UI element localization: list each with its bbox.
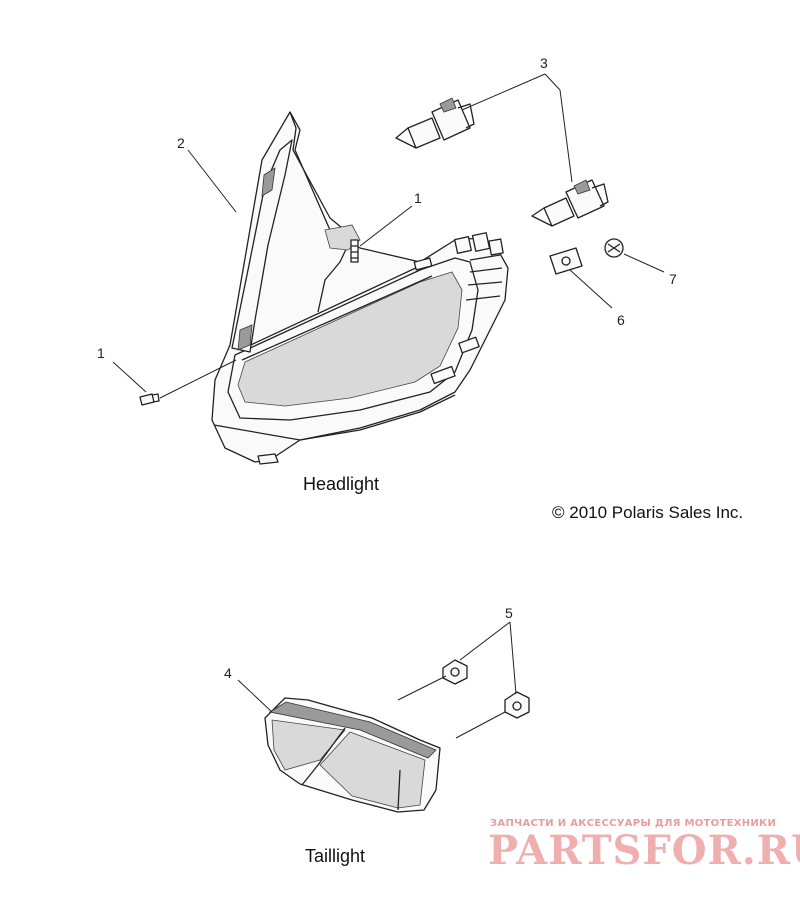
leader-lines [112, 73, 665, 739]
nut-lower [504, 691, 530, 719]
watermark-tagline: ЗАПЧАСТИ И АКСЕССУАРЫ ДЛЯ МОТОТЕХНИКИ [490, 818, 776, 829]
taillight-assembly [264, 697, 441, 813]
headlight-frame-post [231, 139, 293, 353]
copyright-notice: © 2010 Polaris Sales Inc. [552, 503, 743, 522]
leader-3-upper [461, 73, 546, 111]
leader-5-lower [509, 621, 517, 695]
screw-7 [604, 238, 624, 258]
leader-6 [569, 269, 613, 309]
leader-5-upper [459, 621, 511, 661]
callout-3: 3 [540, 55, 548, 71]
callout-5: 5 [505, 605, 513, 621]
watermark: ЗАПЧАСТИ И АКСЕССУАРЫ ДЛЯ МОТОТЕХНИКИ PA… [488, 818, 800, 874]
headlight-frame-slot-lower [237, 324, 253, 351]
headlight-lower-lip [213, 394, 456, 441]
leader-1-upper [359, 205, 413, 247]
headlight-frame-slot-upper [261, 167, 276, 197]
leader-3-lower [544, 73, 573, 183]
bulb-upper [395, 97, 475, 149]
headlight-assembly [211, 111, 509, 465]
watermark-brand: PARTSFOR.RU [488, 827, 800, 874]
headlight-rear-sockets [413, 232, 504, 385]
leader-2 [187, 149, 237, 213]
leader-5-to-taillight-upper [397, 675, 447, 701]
headlight-lens-band [239, 265, 433, 361]
screw-left [139, 393, 160, 406]
headlight-rim [227, 257, 479, 421]
callout-7: 7 [669, 271, 677, 287]
taillight-divider [301, 727, 401, 811]
bulb-lower [531, 179, 609, 227]
callout-1-left: 1 [97, 345, 105, 361]
leader-7 [623, 253, 665, 273]
leader-1-left-to-housing [159, 359, 237, 399]
headlight-lens [237, 271, 463, 407]
callout-2: 2 [177, 135, 185, 151]
nut-clip [549, 247, 583, 275]
nut-upper [442, 659, 468, 685]
callout-6: 6 [617, 312, 625, 328]
leader-4 [237, 679, 273, 713]
taillight-top-band [268, 701, 437, 759]
leader-1-left [112, 361, 147, 393]
screw-upper [350, 239, 359, 263]
leader-5-to-taillight-lower [455, 711, 506, 739]
taillight-lens-left [271, 719, 346, 771]
callout-1-upper: 1 [414, 190, 422, 206]
headlight-bottom-tab [257, 453, 279, 465]
caption-taillight: Taillight [305, 846, 365, 866]
callout-4: 4 [224, 665, 232, 681]
caption-headlight: Headlight [303, 474, 379, 494]
